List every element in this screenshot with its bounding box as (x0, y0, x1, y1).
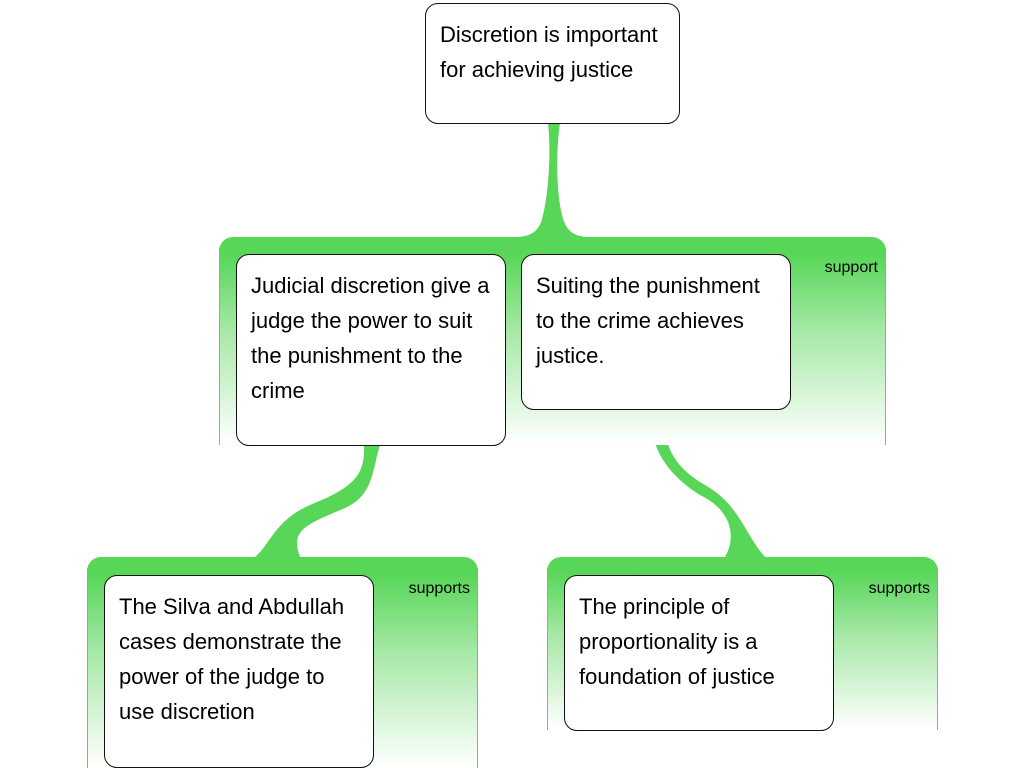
connector-root (515, 123, 590, 237)
relation-label: supports (868, 580, 930, 597)
claim-silva-abdullah[interactable]: The Silva and Abdullah cases demonstrate… (104, 575, 374, 768)
claim-judicial-discretion[interactable]: Judicial discretion give a judge the pow… (236, 254, 506, 446)
relation-label: supports (408, 580, 470, 597)
claim-suiting-punishment[interactable]: Suiting the punishment to the crime achi… (521, 254, 791, 410)
connector-judicial (255, 445, 380, 557)
relation-label: support (824, 259, 878, 276)
claim-proportionality[interactable]: The principle of proportionality is a fo… (564, 575, 834, 731)
root-claim[interactable]: Discretion is important for achieving ju… (425, 3, 680, 124)
connector-suiting (649, 409, 765, 557)
